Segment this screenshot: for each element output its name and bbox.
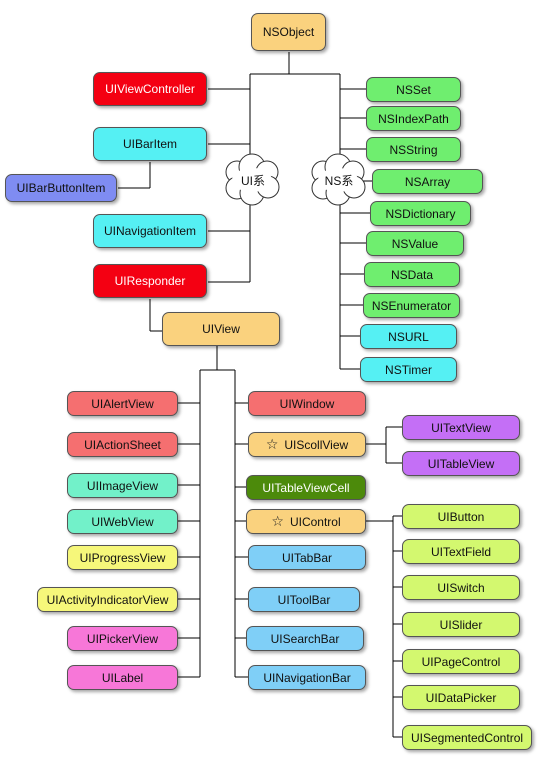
node-uipickerview: UIPickerView [67,626,178,651]
star-icon: ☆ [271,513,284,529]
node-nsstring: NSString [366,137,461,162]
cloud-ui-label: UI系 [240,173,265,188]
node-uicontrol: ☆UIControl [246,509,366,534]
node-uibaritem: UIBarItem [93,127,207,161]
node-uinavigationitem: UINavigationItem [93,214,207,248]
node-uiviewcontroller: UIViewController [93,72,207,106]
cloud-shape-ui [225,153,280,206]
node-uiview: UIView [162,312,280,346]
node-uiwebview: UIWebView [67,509,178,534]
node-uitableviewcell: UITableViewCell [246,475,366,500]
node-uilabel: UILabel [67,665,178,690]
node-uisegmentedcontrol: UISegmentedControl [402,725,532,750]
node-nsobject: NSObject [251,13,326,51]
node-nsarray: NSArray [372,169,483,194]
cloud-ns-label: NS系 [324,173,354,188]
node-nsenumerator: NSEnumerator [363,293,460,318]
cloud-shape-ns [311,153,366,206]
star-icon: ☆ [265,436,279,452]
node-uitextfield: UITextField [402,539,520,564]
node-uidatapicker: UIDataPicker [402,685,520,710]
node-uipagecontrol: UIPageControl [402,649,520,674]
node-uiwindow: UIWindow [248,391,366,416]
node-nsdata: NSData [364,262,460,287]
node-uitoolbar: UIToolBar [248,587,360,612]
node-uitabbar: UITabBar [248,545,366,570]
node-uinavigationbar: UINavigationBar [248,665,366,690]
node-nsset: NSSet [366,77,461,102]
node-nsvalue: NSValue [366,231,464,256]
node-uiactivityindicatorview: UIActivityIndicatorView [37,587,178,612]
node-uiresponder: UIResponder [93,264,207,298]
node-nsindexpath: NSIndexPath [366,106,461,131]
node-uiswitch: UISwitch [402,575,520,600]
node-uibutton: UIButton [402,504,520,529]
node-uiprogressview: UIProgressView [67,545,178,570]
node-uibarbuttonitem: UIBarButtonItem [5,174,117,202]
node-nsurl: NSURL [360,324,457,349]
node-uisearchbar: UISearchBar [246,626,364,651]
node-uiscollview: ☆UIScollView [248,432,366,457]
node-nstimer: NSTimer [360,357,457,382]
node-uitableview: UITableView [402,451,520,476]
node-nsdictionary: NSDictionary [370,201,471,226]
node-uislider: UISlider [402,612,520,637]
node-uiimageview: UIImageView [67,473,178,498]
node-uialertview: UIAlertView [67,391,178,416]
node-uiactionsheet: UIActionSheet [67,432,178,457]
node-uitextview: UITextView [402,415,520,440]
